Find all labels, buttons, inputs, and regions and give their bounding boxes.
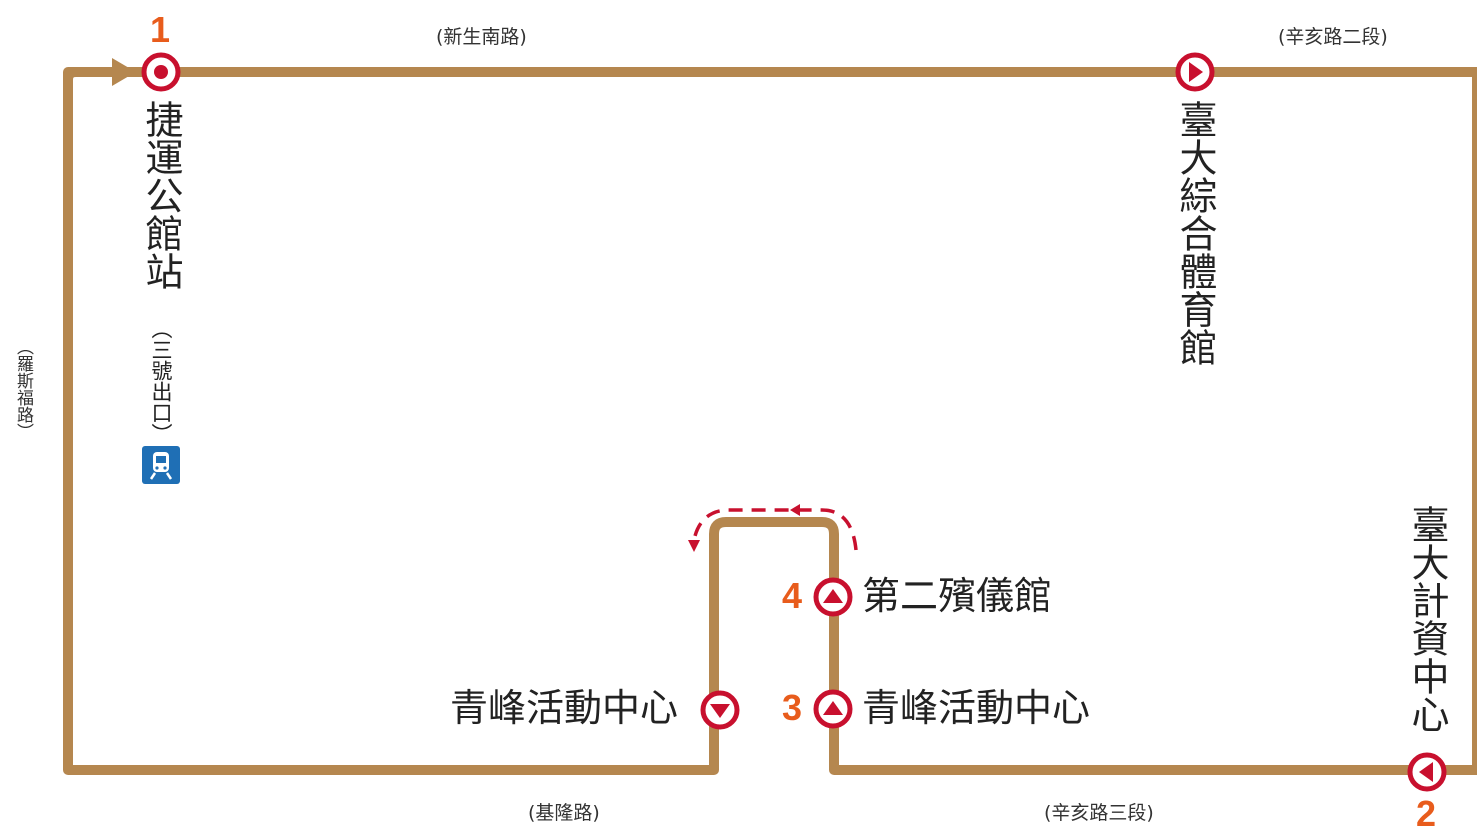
stop-sub-exit-3: （三號出口）: [149, 318, 173, 444]
stop-name-second-funeral-home: 第二殯儀館: [862, 574, 1053, 618]
arrow-down-icon: [700, 690, 740, 730]
road-label-top-left: (新生南路): [436, 26, 527, 48]
route-start-segment: [63, 67, 118, 110]
target-icon: [141, 52, 181, 92]
uturn-mid-arrow-icon: [790, 504, 800, 516]
stop-name-ntu-computer-center: 臺大計資中心: [1405, 505, 1449, 733]
arrow-up-icon: [813, 689, 853, 729]
stop-name-ntu-gym: 臺大綜合體育館: [1173, 100, 1217, 366]
metro-train-icon: [142, 446, 180, 484]
stop-number-3: 3: [782, 687, 803, 728]
stop-number-2: 2: [1416, 793, 1437, 834]
road-label-top-right: (辛亥路二段): [1278, 26, 1388, 48]
arrow-right-icon: [1175, 52, 1215, 92]
stop-name-qingfeng-center-up: 青峰活動中心: [862, 686, 1091, 730]
road-label-bottom-right: (辛亥路三段): [1044, 802, 1154, 824]
stop-number-1: 1: [150, 9, 171, 50]
uturn-arrowhead-icon: [688, 540, 700, 552]
road-label-left: （羅斯福路）: [13, 338, 33, 440]
arrow-left-icon: [1407, 752, 1447, 792]
stop-name-qingfeng-center-down: 青峰活動中心: [450, 686, 679, 730]
route-arrow-icon: [112, 58, 136, 86]
route-line: [63, 67, 1477, 775]
arrow-up-icon: [813, 577, 853, 617]
road-label-bottom-left: (基隆路): [528, 802, 600, 824]
stop-number-4: 4: [782, 575, 803, 616]
stop-name-mrt-gongguan: 捷運公館站: [139, 100, 183, 290]
uturn-dashed-arrow: [692, 508, 858, 551]
